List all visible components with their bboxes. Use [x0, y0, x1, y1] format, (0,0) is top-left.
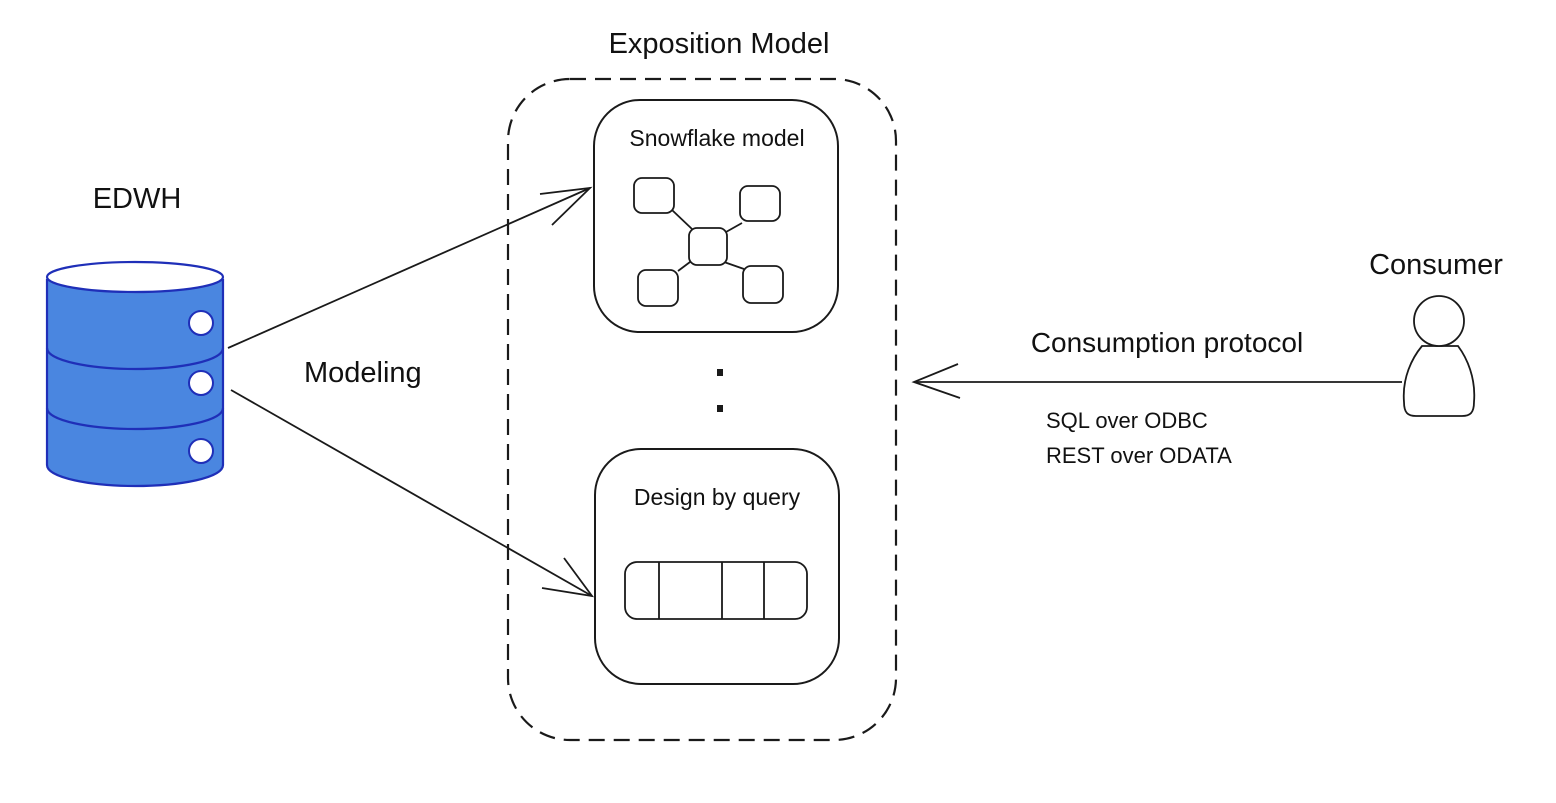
- database-icon: [45, 260, 225, 488]
- exposition-model-group: [506, 77, 898, 742]
- source-title: EDWH: [92, 183, 182, 215]
- person-icon: [1402, 295, 1476, 417]
- table-icon: [624, 561, 808, 620]
- modeling-arrow-upper: [227, 186, 593, 349]
- modeling-label: Modeling: [304, 357, 422, 389]
- consumption-protocol-title: Consumption protocol: [1030, 327, 1304, 358]
- snowflake-model-title: Snowflake model: [629, 125, 805, 151]
- consumer-title: Consumer: [1369, 249, 1503, 281]
- modeling-arrow-lower: [230, 389, 595, 598]
- group-title: Exposition Model: [608, 28, 830, 60]
- protocol-rest: REST over ODATA: [1046, 443, 1232, 468]
- consumption-arrow: [911, 363, 1402, 399]
- protocol-sql: SQL over ODBC: [1046, 408, 1208, 433]
- design-by-query-title: Design by query: [633, 484, 801, 510]
- more-models-ellipsis: [717, 369, 723, 412]
- snowflake-schema-icon: [633, 177, 784, 307]
